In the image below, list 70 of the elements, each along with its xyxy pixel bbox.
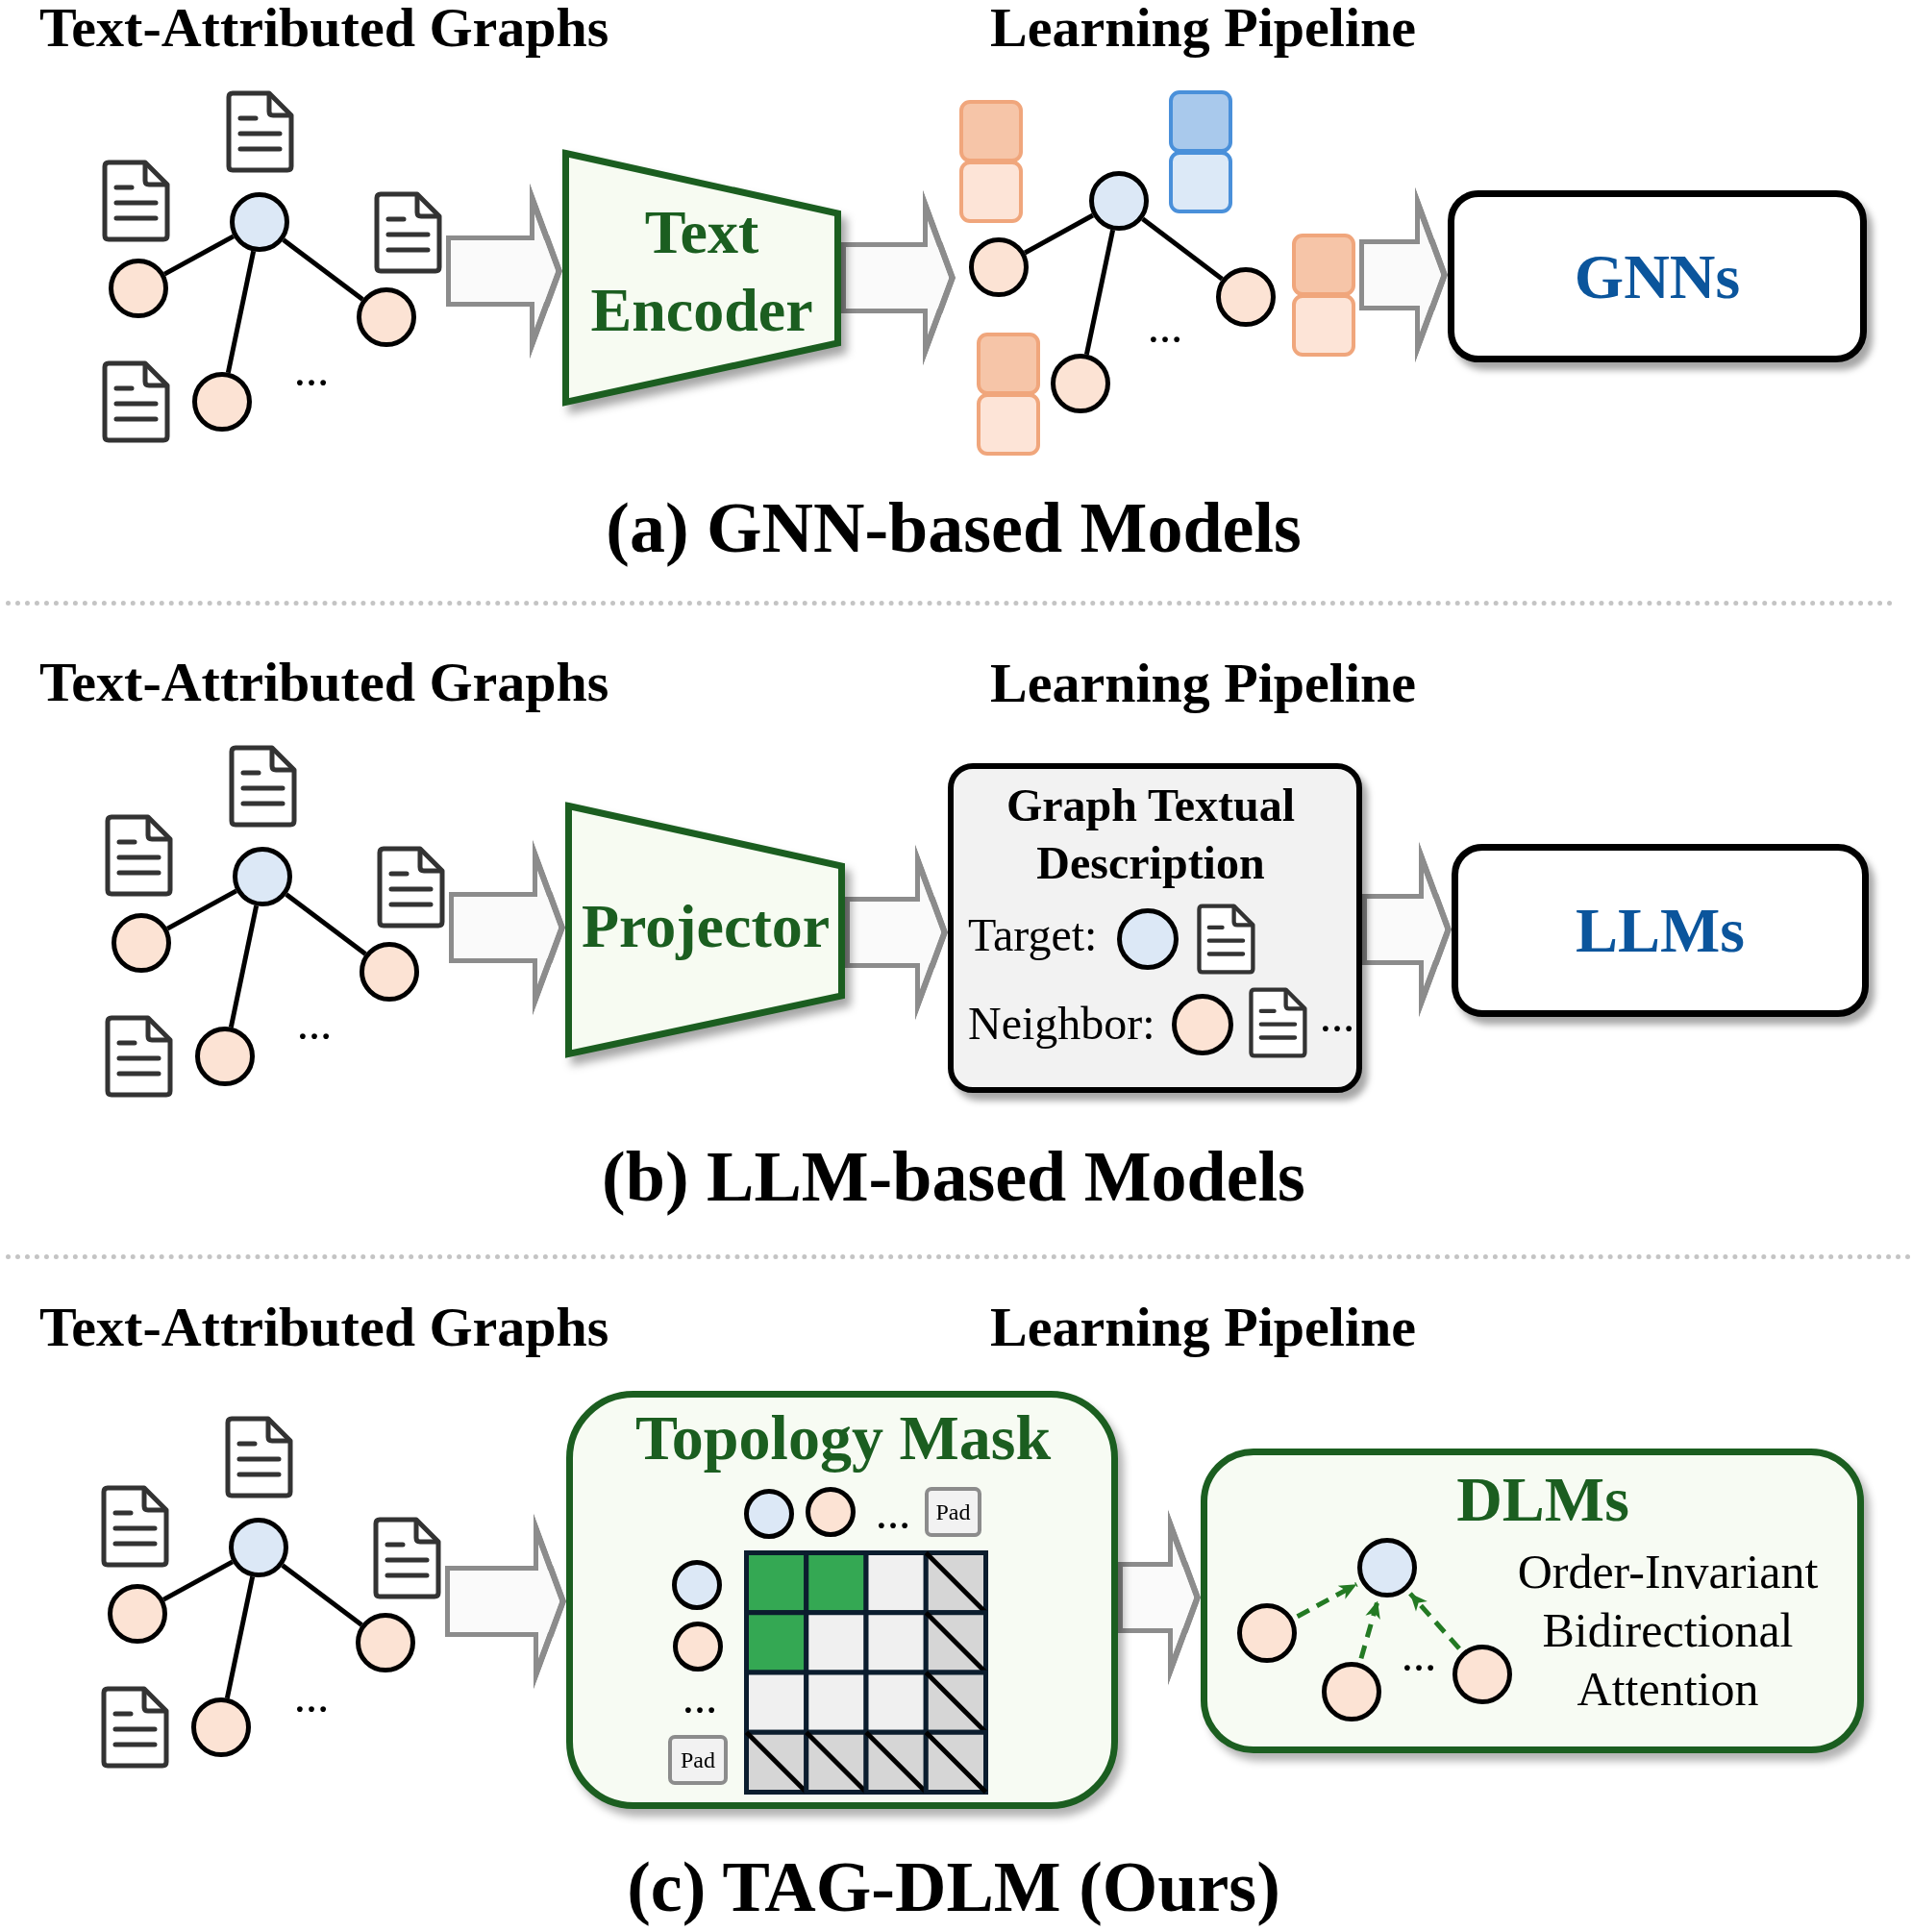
connector-line <box>228 904 260 1028</box>
connector-line <box>163 234 235 277</box>
trapezoid-module <box>565 803 845 1057</box>
graph-node-circle <box>229 1518 288 1577</box>
graph-node-circle <box>195 1027 255 1086</box>
connector-line <box>285 892 367 956</box>
trapezoid-module <box>562 150 841 406</box>
connector-line <box>225 250 257 374</box>
module-label: Text Encoder <box>589 197 814 346</box>
ellipsis: … <box>683 1684 717 1719</box>
model-label: GNNs <box>1574 244 1741 309</box>
block-arrow <box>445 1513 566 1690</box>
model-block <box>1448 190 1867 362</box>
box-description: Order-Invariant Bidirectional Attention <box>1516 1544 1820 1718</box>
graph-node-circle <box>108 1584 167 1644</box>
graph-node-circle <box>230 192 289 252</box>
ellipsis: … <box>294 357 329 391</box>
graph-node-circle <box>112 913 171 973</box>
section-heading: Text-Attributed Graphs <box>39 655 609 710</box>
graph-node-circle <box>356 1613 415 1672</box>
ellipsis: … <box>1148 313 1182 348</box>
model-block <box>1452 844 1869 1017</box>
model-panel <box>1201 1449 1864 1753</box>
field-label: Target: <box>968 912 1098 958</box>
section-heading: Learning Pipeline <box>990 656 1417 711</box>
pad-token: Pad <box>925 1487 981 1537</box>
model-label: LLMs <box>1576 899 1745 962</box>
graph-node-circle <box>1089 171 1149 231</box>
module-label: Projector <box>581 891 831 962</box>
graph-node-circle <box>191 1697 251 1757</box>
block-arrow <box>1118 1509 1201 1686</box>
ellipsis: … <box>297 1010 332 1045</box>
ellipsis: … <box>1402 1642 1436 1676</box>
connector-line <box>282 237 364 302</box>
connector-line <box>162 1559 234 1602</box>
graph-node-circle <box>1051 354 1110 413</box>
graph-node-circle <box>233 847 292 906</box>
block-arrow <box>1359 186 1448 363</box>
section-heading: Learning Pipeline <box>990 1300 1417 1355</box>
block-arrow <box>449 839 565 1016</box>
dashed-arrow <box>1358 1599 1380 1660</box>
ellipsis: … <box>1320 1003 1354 1037</box>
description-panel <box>948 763 1362 1093</box>
section-heading: Learning Pipeline <box>990 0 1417 56</box>
box-heading: Graph Textual Description <box>1005 779 1297 890</box>
block-arrow <box>845 844 948 1021</box>
connector-line <box>1023 212 1095 256</box>
field-label: Neighbor: <box>968 1001 1155 1047</box>
graph-node-circle <box>192 372 252 432</box>
dashed-arrow <box>1296 1582 1358 1619</box>
block-arrow <box>841 189 956 366</box>
pad-token: Pad <box>668 1735 728 1785</box>
graph-node-circle <box>1216 267 1276 327</box>
connector-line <box>1083 229 1116 356</box>
ellipsis: … <box>876 1499 910 1534</box>
block-arrow <box>446 183 562 359</box>
connector-line <box>281 1563 363 1627</box>
ellipsis: … <box>294 1683 329 1718</box>
graph-node-circle <box>360 942 419 1002</box>
topology-mask-panel <box>566 1391 1118 1809</box>
connector-line <box>166 888 237 931</box>
block-arrow <box>1362 841 1452 1018</box>
connector-line <box>224 1575 256 1699</box>
graph-node-circle <box>109 259 168 318</box>
box-heading: DLMs <box>1456 1468 1629 1531</box>
graph-node-circle <box>357 287 416 347</box>
connector-line <box>1141 216 1224 282</box>
section-heading: Text-Attributed Graphs <box>39 1300 609 1355</box>
section-heading: Text-Attributed Graphs <box>39 0 609 56</box>
graph-node-circle <box>969 237 1029 297</box>
